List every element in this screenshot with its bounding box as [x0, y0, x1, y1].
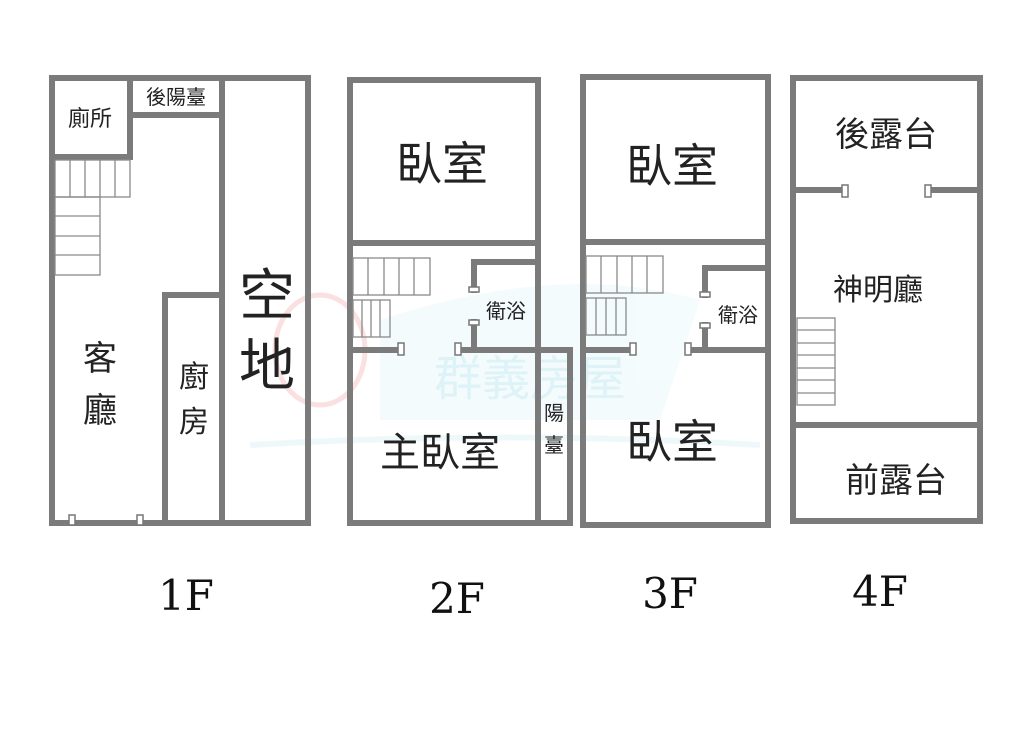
room-master-bedroom: 主臥室 — [380, 430, 500, 476]
floor-4f: 後露台 神明廳 前露台 4F — [790, 75, 983, 616]
room-balcony-1: 陽 — [544, 401, 564, 425]
stairs-icon — [54, 159, 131, 276]
room-back-balcony: 後陽臺 — [146, 85, 206, 109]
floor-label-3f: 3F — [642, 569, 698, 618]
floor-label-1f: 1F — [158, 571, 214, 620]
svg-text:群義房屋: 群義房屋 — [434, 351, 626, 407]
room-balcony-2: 臺 — [544, 433, 564, 457]
stairs-icon — [796, 317, 836, 406]
room-bath: 衛浴 — [718, 303, 758, 327]
room-bedroom: 臥室 — [396, 137, 488, 191]
floor-1f: 廁所 後陽臺 客 廳 廚 房 空 地 1F — [49, 75, 311, 620]
room-kitchen-1: 廚 — [179, 360, 209, 395]
room-open-1: 空 — [239, 264, 295, 329]
stairs-icon — [352, 257, 431, 338]
floor-label-4f: 4F — [852, 567, 908, 616]
room-living-2: 廳 — [83, 391, 117, 431]
room-back-terrace: 後露台 — [835, 115, 937, 155]
floor-label-2f: 2F — [429, 574, 485, 623]
floor-2f: 臥室 衛浴 主臥室 陽 臺 2F — [347, 77, 573, 623]
room-bath: 衛浴 — [486, 299, 526, 323]
room-front-terrace: 前露台 — [845, 461, 947, 501]
room-toilet: 廁所 — [68, 107, 112, 132]
room-living-1: 客 — [83, 339, 117, 379]
room-shrine-hall: 神明廳 — [833, 273, 923, 308]
room-bedroom-bottom: 臥室 — [626, 415, 718, 469]
room-kitchen-2: 房 — [179, 405, 209, 440]
stairs-icon — [585, 255, 664, 336]
room-bedroom-top: 臥室 — [626, 139, 718, 193]
floor-3f: 臥室 衛浴 臥室 3F — [580, 74, 771, 618]
room-open-2: 地 — [239, 334, 295, 399]
